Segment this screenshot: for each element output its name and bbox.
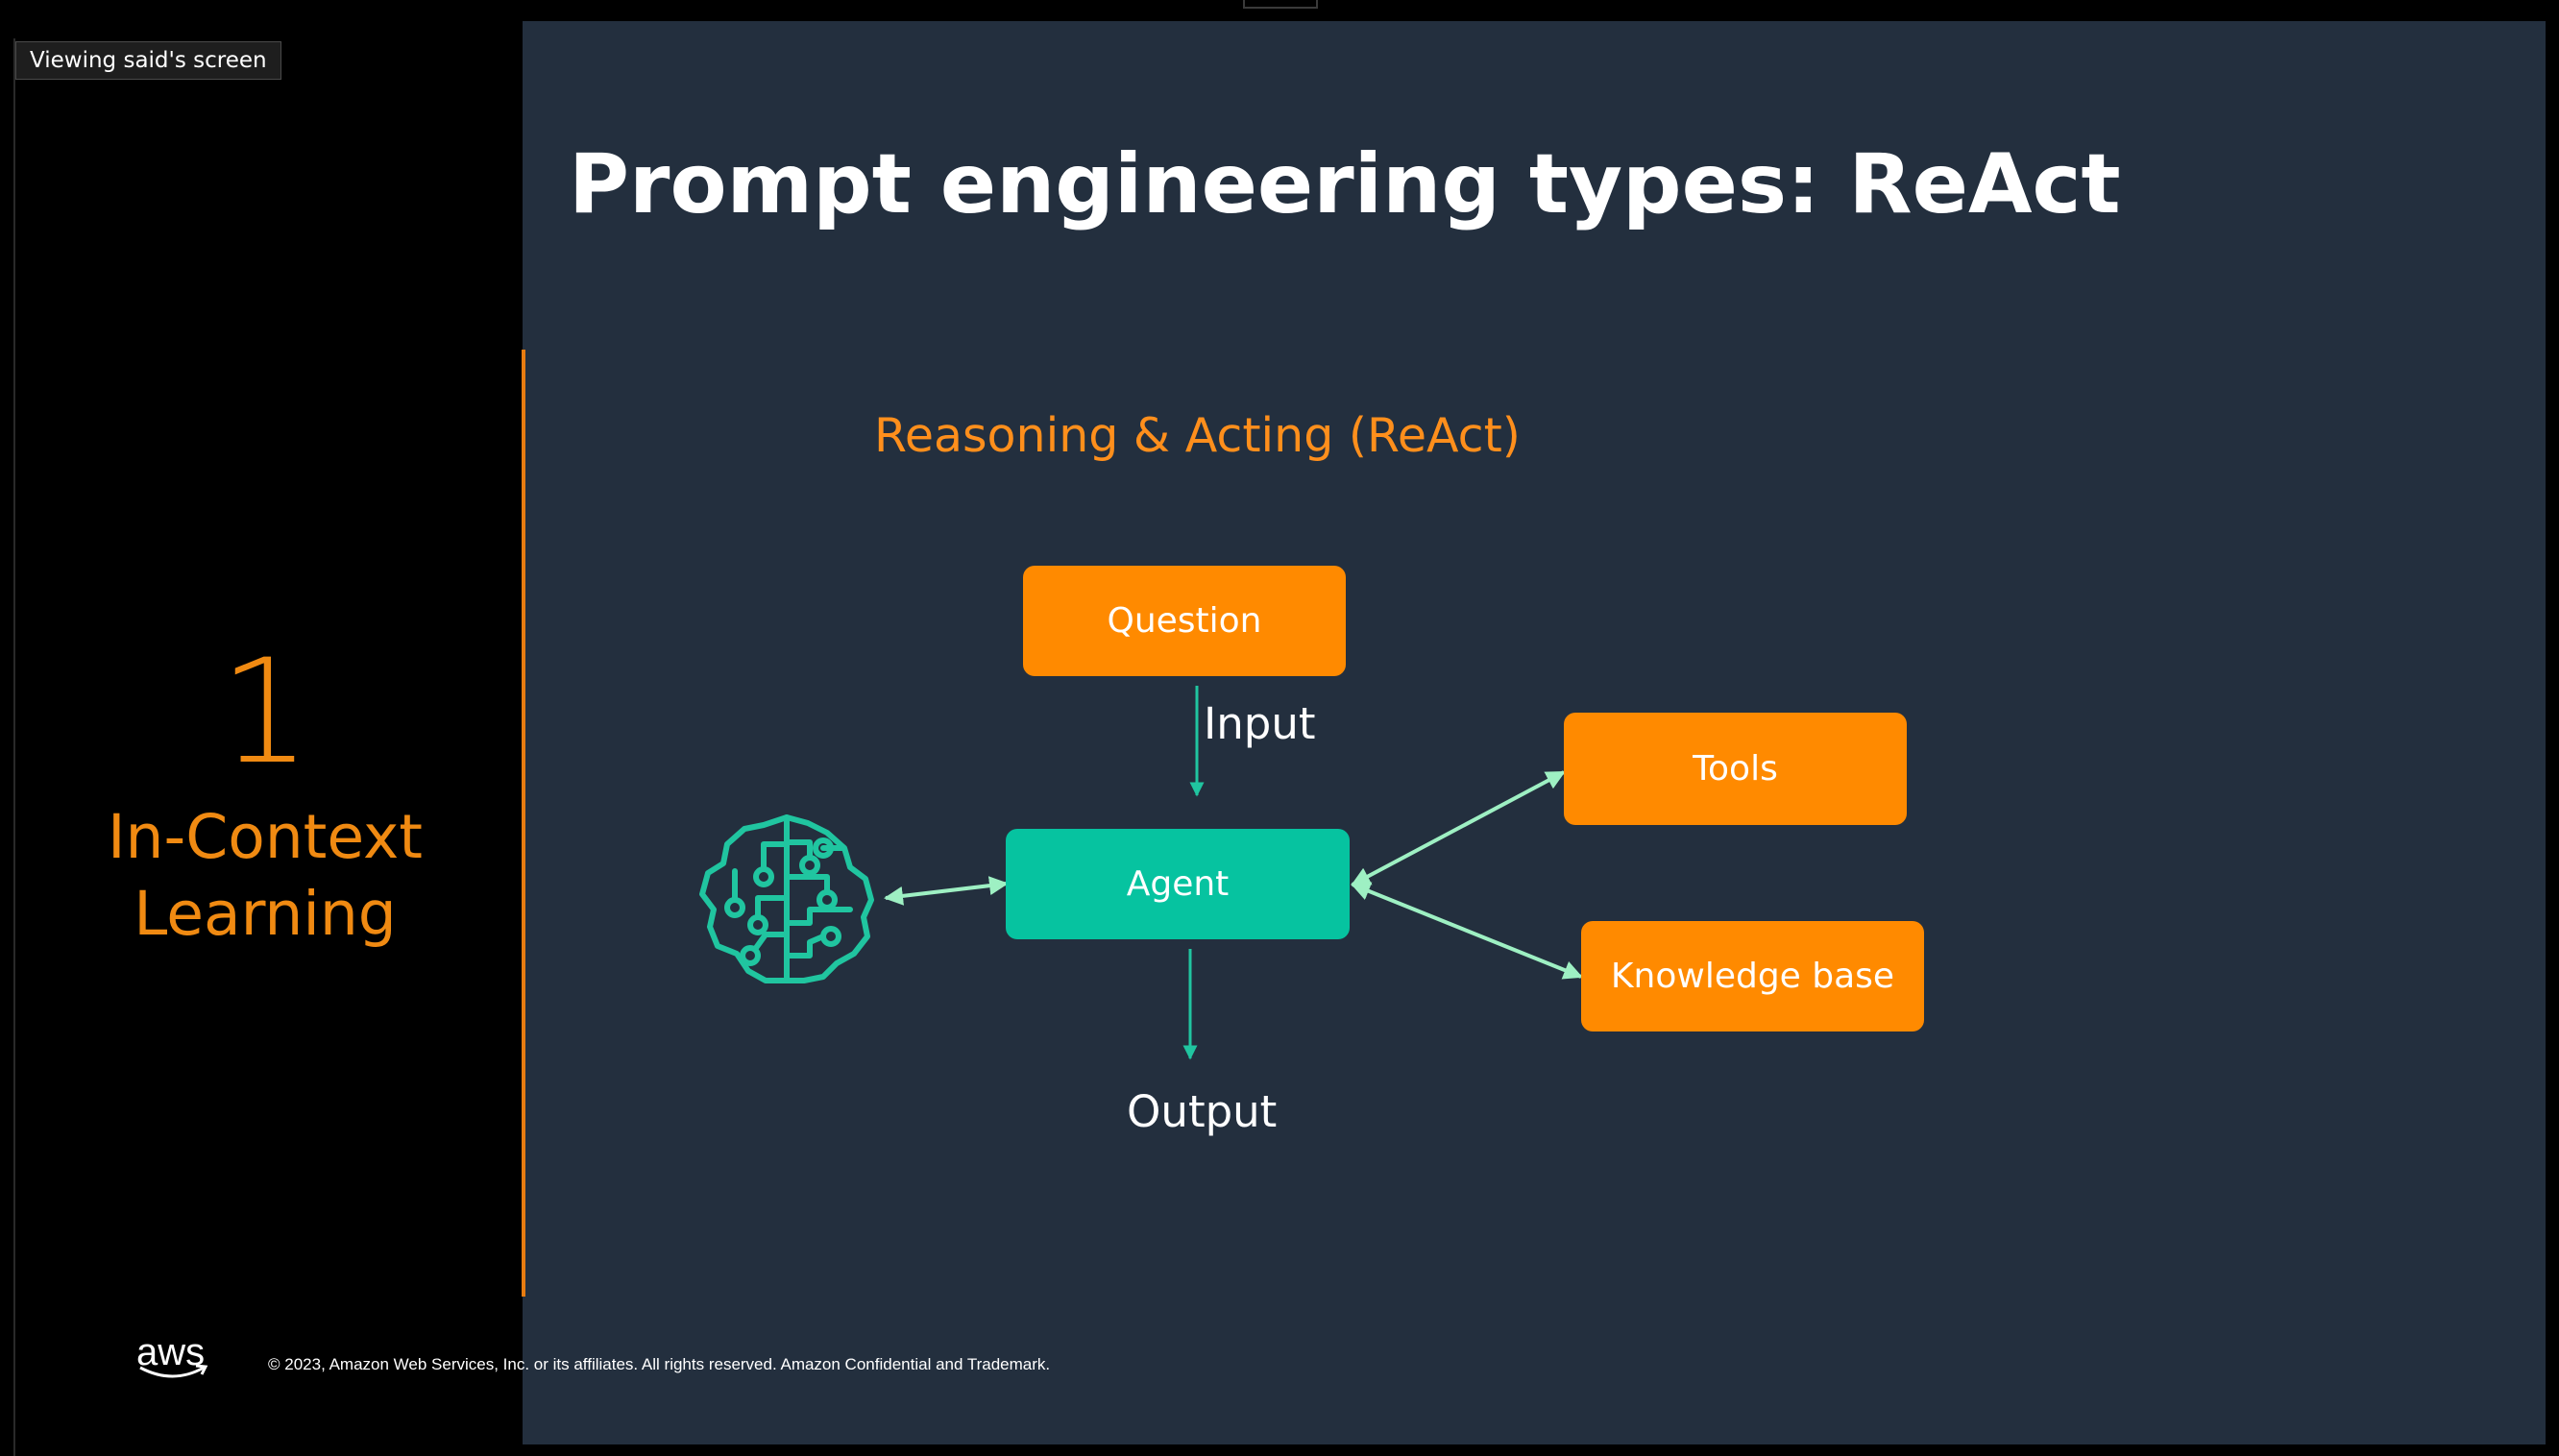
agent-label: Agent [1126, 864, 1230, 904]
share-toolbar-tab[interactable] [1243, 0, 1318, 9]
arrow-brain-agent [884, 876, 1009, 906]
window-edge [13, 38, 15, 1456]
section-title: In-Context Learning [0, 799, 530, 953]
diagram-subtitle: Reasoning & Acting (ReAct) [874, 408, 1521, 463]
brain-circuit-icon [699, 814, 874, 983]
viewing-screen-label: Viewing said's screen [15, 41, 281, 80]
slide-title: Prompt engineering types: ReAct [569, 136, 2121, 232]
section-title-line-2: Learning [134, 879, 397, 949]
copyright-footer: © 2023, Amazon Web Services, Inc. or its… [268, 1355, 1051, 1373]
knowledge-base-box: Knowledge base [1581, 921, 1924, 1031]
aws-logo: aws [136, 1333, 211, 1383]
question-label: Question [1107, 601, 1262, 641]
aws-logo-text: aws [136, 1331, 206, 1373]
tools-box: Tools [1564, 713, 1907, 825]
agent-box: Agent [1006, 829, 1350, 939]
aws-smile-icon [139, 1364, 208, 1378]
slide [523, 21, 2546, 1444]
section-divider [522, 350, 525, 1297]
arrow-agent-kb [1351, 882, 1583, 980]
input-label: Input [1204, 698, 1316, 749]
tools-label: Tools [1693, 749, 1778, 789]
section-number: 1 [219, 629, 311, 796]
knowledge-base-label: Knowledge base [1610, 957, 1895, 996]
arrow-agent-tools [1351, 770, 1566, 886]
question-box: Question [1023, 566, 1346, 676]
output-label: Output [1127, 1086, 1278, 1137]
section-title-line-1: In-Context [107, 802, 424, 872]
